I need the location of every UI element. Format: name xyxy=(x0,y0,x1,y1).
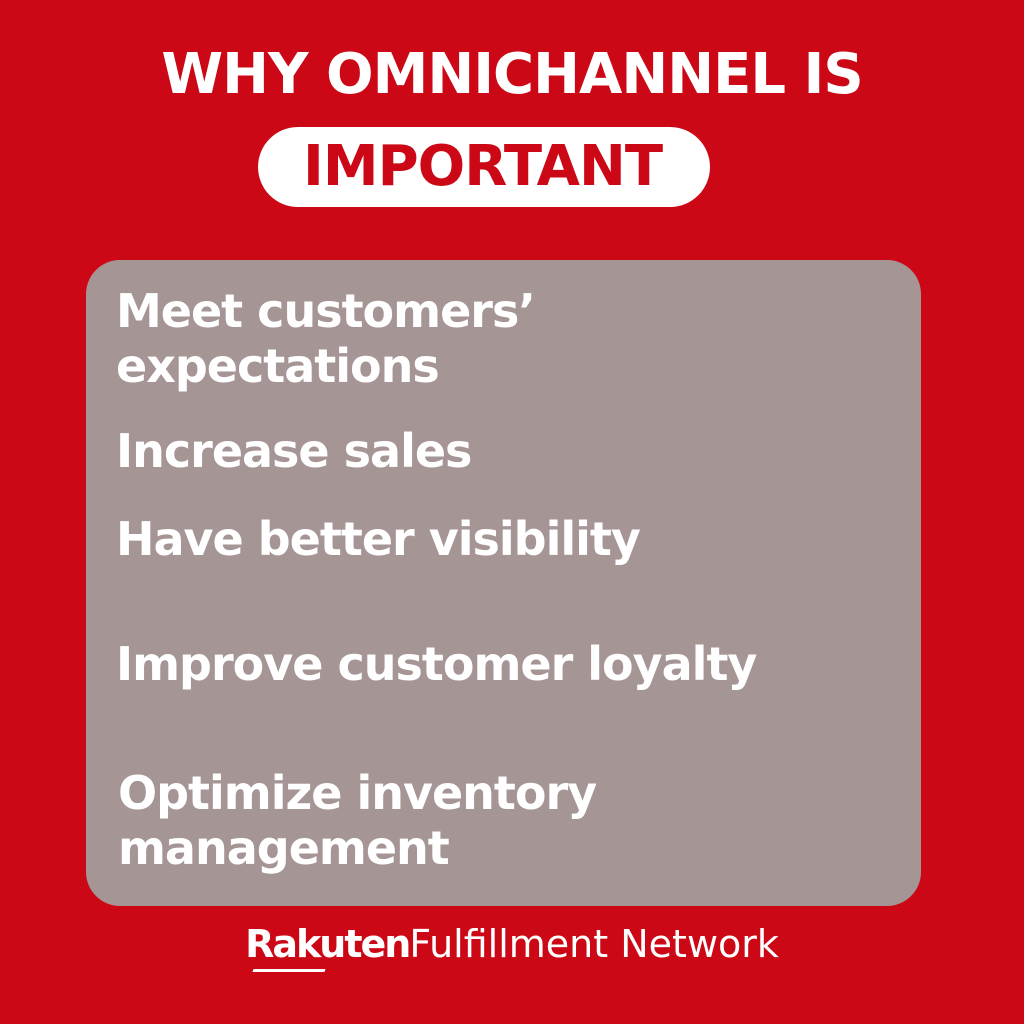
benefit-text: management xyxy=(118,821,450,875)
benefits-panel xyxy=(86,260,921,906)
benefit-text: Optimize inventory xyxy=(118,766,597,820)
benefit-text: Have better visibility xyxy=(116,512,641,566)
benefit-item-2: Increase sales xyxy=(116,424,472,479)
benefit-text: Meet customers’ xyxy=(116,284,536,338)
benefit-item-1: Meet customers’ expectations xyxy=(116,284,536,394)
benefit-text: expectations xyxy=(116,339,440,393)
headline: WHY OMNICHANNEL IS xyxy=(161,42,863,107)
benefit-text: Increase sales xyxy=(116,424,472,478)
footer-logo: RakutenFulfillment Network xyxy=(0,922,1024,967)
important-pill: IMPORTANT xyxy=(258,127,710,207)
benefit-item-4: Improve customer loyalty xyxy=(116,637,757,692)
footer-tagline: Fulfillment Network xyxy=(409,922,779,966)
rakuten-logo: Rakuten xyxy=(245,922,411,966)
pill-label: IMPORTANT xyxy=(303,134,663,199)
benefit-text: Improve customer loyalty xyxy=(116,637,757,691)
benefit-item-5: Optimize inventory management xyxy=(118,766,597,876)
benefit-item-3: Have better visibility xyxy=(116,512,641,567)
